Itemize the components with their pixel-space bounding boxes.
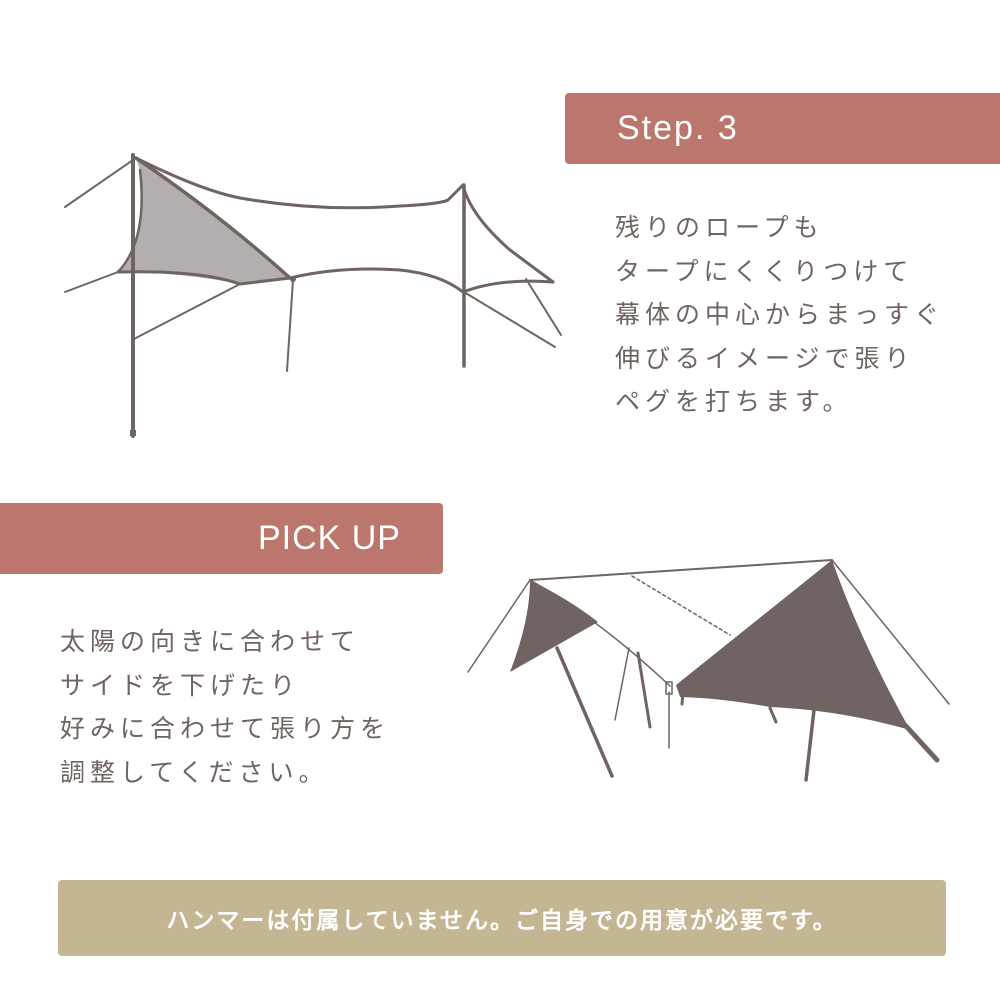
step-3-description: 残りのロープも タープにくくりつけて 幕体の中心からまっすぐ 伸びるイメージで張… — [615, 206, 944, 424]
step-3-line: ペグを打ちます。 — [615, 387, 853, 416]
pick-up-label: PICK UP — [257, 519, 401, 557]
pick-up-description: 太陽の向きに合わせて サイドを下げたり 好みに合わせて張り方を 調整してください… — [60, 620, 390, 794]
step-3-line: 幕体の中心からまっすぐ — [615, 300, 945, 329]
tarp-step3-illustration — [64, 153, 562, 438]
step-3-banner: Step. 3 — [565, 93, 1000, 164]
pick-up-banner: PICK UP — [0, 503, 443, 574]
pick-up-line: 太陽の向きに合わせて — [60, 627, 361, 656]
pick-up-line: 調整してください。 — [60, 757, 329, 787]
hammer-notice: ハンマーは付属していません。ご自身での用意が必要です。 — [58, 880, 946, 956]
step-3-line: タープにくくりつけて — [615, 256, 914, 286]
tarp-pickup-illustration — [467, 559, 950, 782]
step-3-line: 伸びるイメージで張り — [615, 343, 915, 373]
pick-up-line: サイドを下げたり — [60, 670, 301, 700]
step-3-label: Step. 3 — [617, 109, 739, 147]
hammer-notice-text: ハンマーは付属していません。ご自身での用意が必要です。 — [166, 908, 838, 934]
pick-up-line: 好みに合わせて張り方を — [60, 714, 391, 743]
step-3-line: 残りのロープも — [615, 213, 824, 242]
